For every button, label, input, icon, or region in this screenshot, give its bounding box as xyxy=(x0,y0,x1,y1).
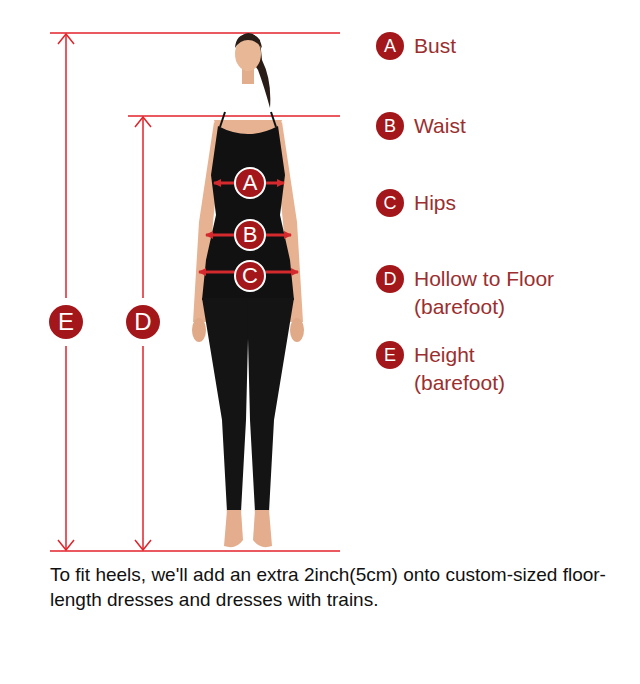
measurement-name: Hollow to Floor (barefoot) xyxy=(414,265,604,321)
callout-circle: A xyxy=(234,167,266,199)
measurement-name: Height (barefoot) xyxy=(414,341,526,397)
model-figure xyxy=(192,33,304,547)
callout-letter: A xyxy=(236,169,264,197)
callout-letter: D xyxy=(126,305,160,339)
callout-letter: D xyxy=(376,265,404,293)
guide-lines xyxy=(50,33,340,551)
callout-circle: E xyxy=(49,305,83,339)
callout-letter: C xyxy=(376,189,404,217)
legend-circle: EHeight (barefoot) xyxy=(376,341,404,369)
measurement-name: Waist xyxy=(414,112,614,140)
callout-letter: B xyxy=(376,112,404,140)
measurement-name: Bust xyxy=(414,32,614,60)
legend-circle: ABust xyxy=(376,32,404,60)
callout-letter: A xyxy=(376,32,404,60)
callout-letter: B xyxy=(236,221,264,249)
callout-letter: E xyxy=(49,305,83,339)
callout-circle: D xyxy=(126,305,160,339)
legend-circle: CHips xyxy=(376,189,404,217)
callout-letter: E xyxy=(376,341,404,369)
legend-circle: DHollow to Floor (barefoot) xyxy=(376,265,404,293)
callout-letter: C xyxy=(236,262,264,290)
callout-circle: C xyxy=(234,260,266,292)
legend-circle: BWaist xyxy=(376,112,404,140)
caption: To fit heels, we'll add an extra 2inch(5… xyxy=(50,562,620,612)
callout-circle: B xyxy=(234,219,266,251)
measurement-name: Hips xyxy=(414,189,614,217)
